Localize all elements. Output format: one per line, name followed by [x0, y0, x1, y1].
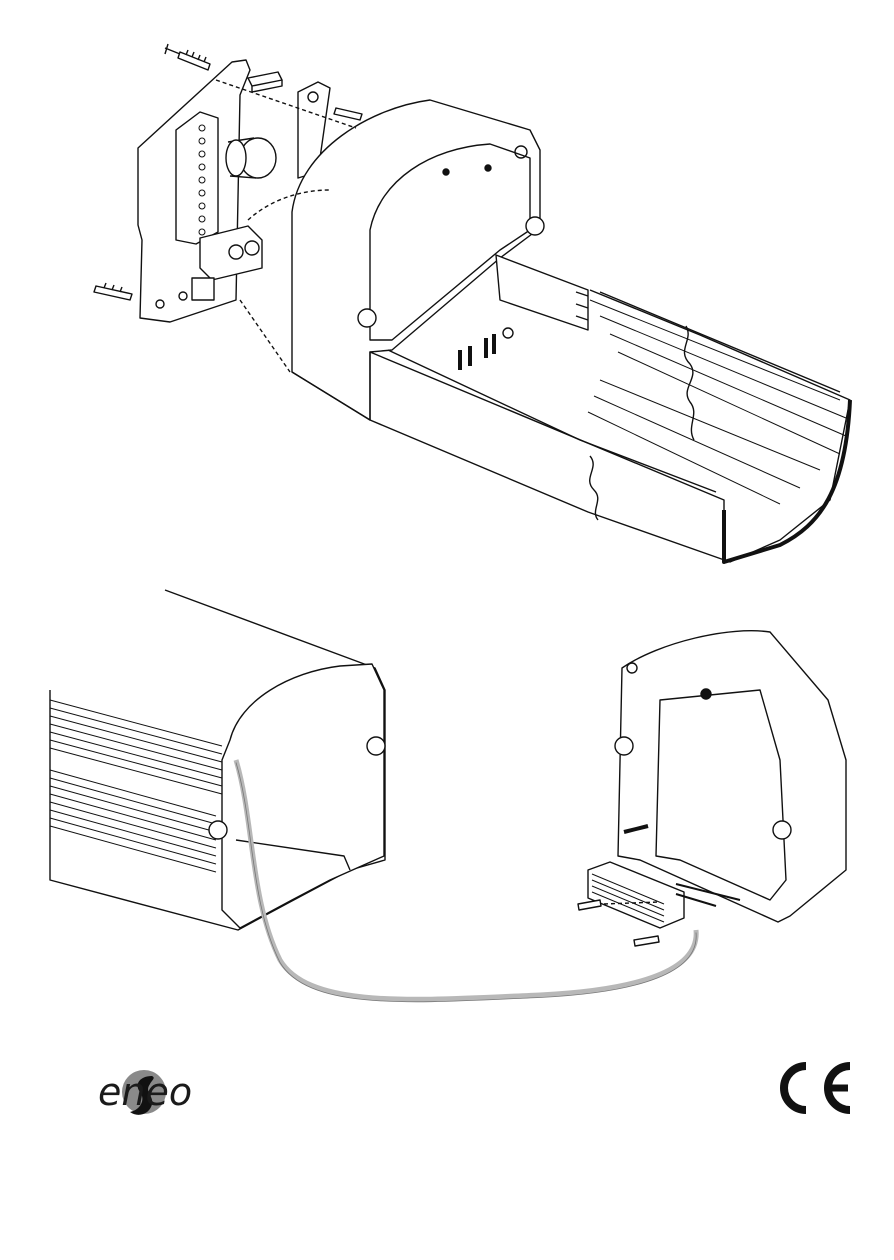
- heater-element: [587, 861, 685, 929]
- heater-installation-illustration: [49, 589, 847, 1003]
- eneo-swirl-logo-icon: [122, 1070, 166, 1115]
- housing-exploded-illustration: [93, 43, 852, 564]
- housing-body: [291, 289, 851, 563]
- ce-mark-icon: [780, 1062, 851, 1114]
- brand-name: eneo: [98, 1070, 193, 1114]
- screw-icon: [164, 43, 211, 71]
